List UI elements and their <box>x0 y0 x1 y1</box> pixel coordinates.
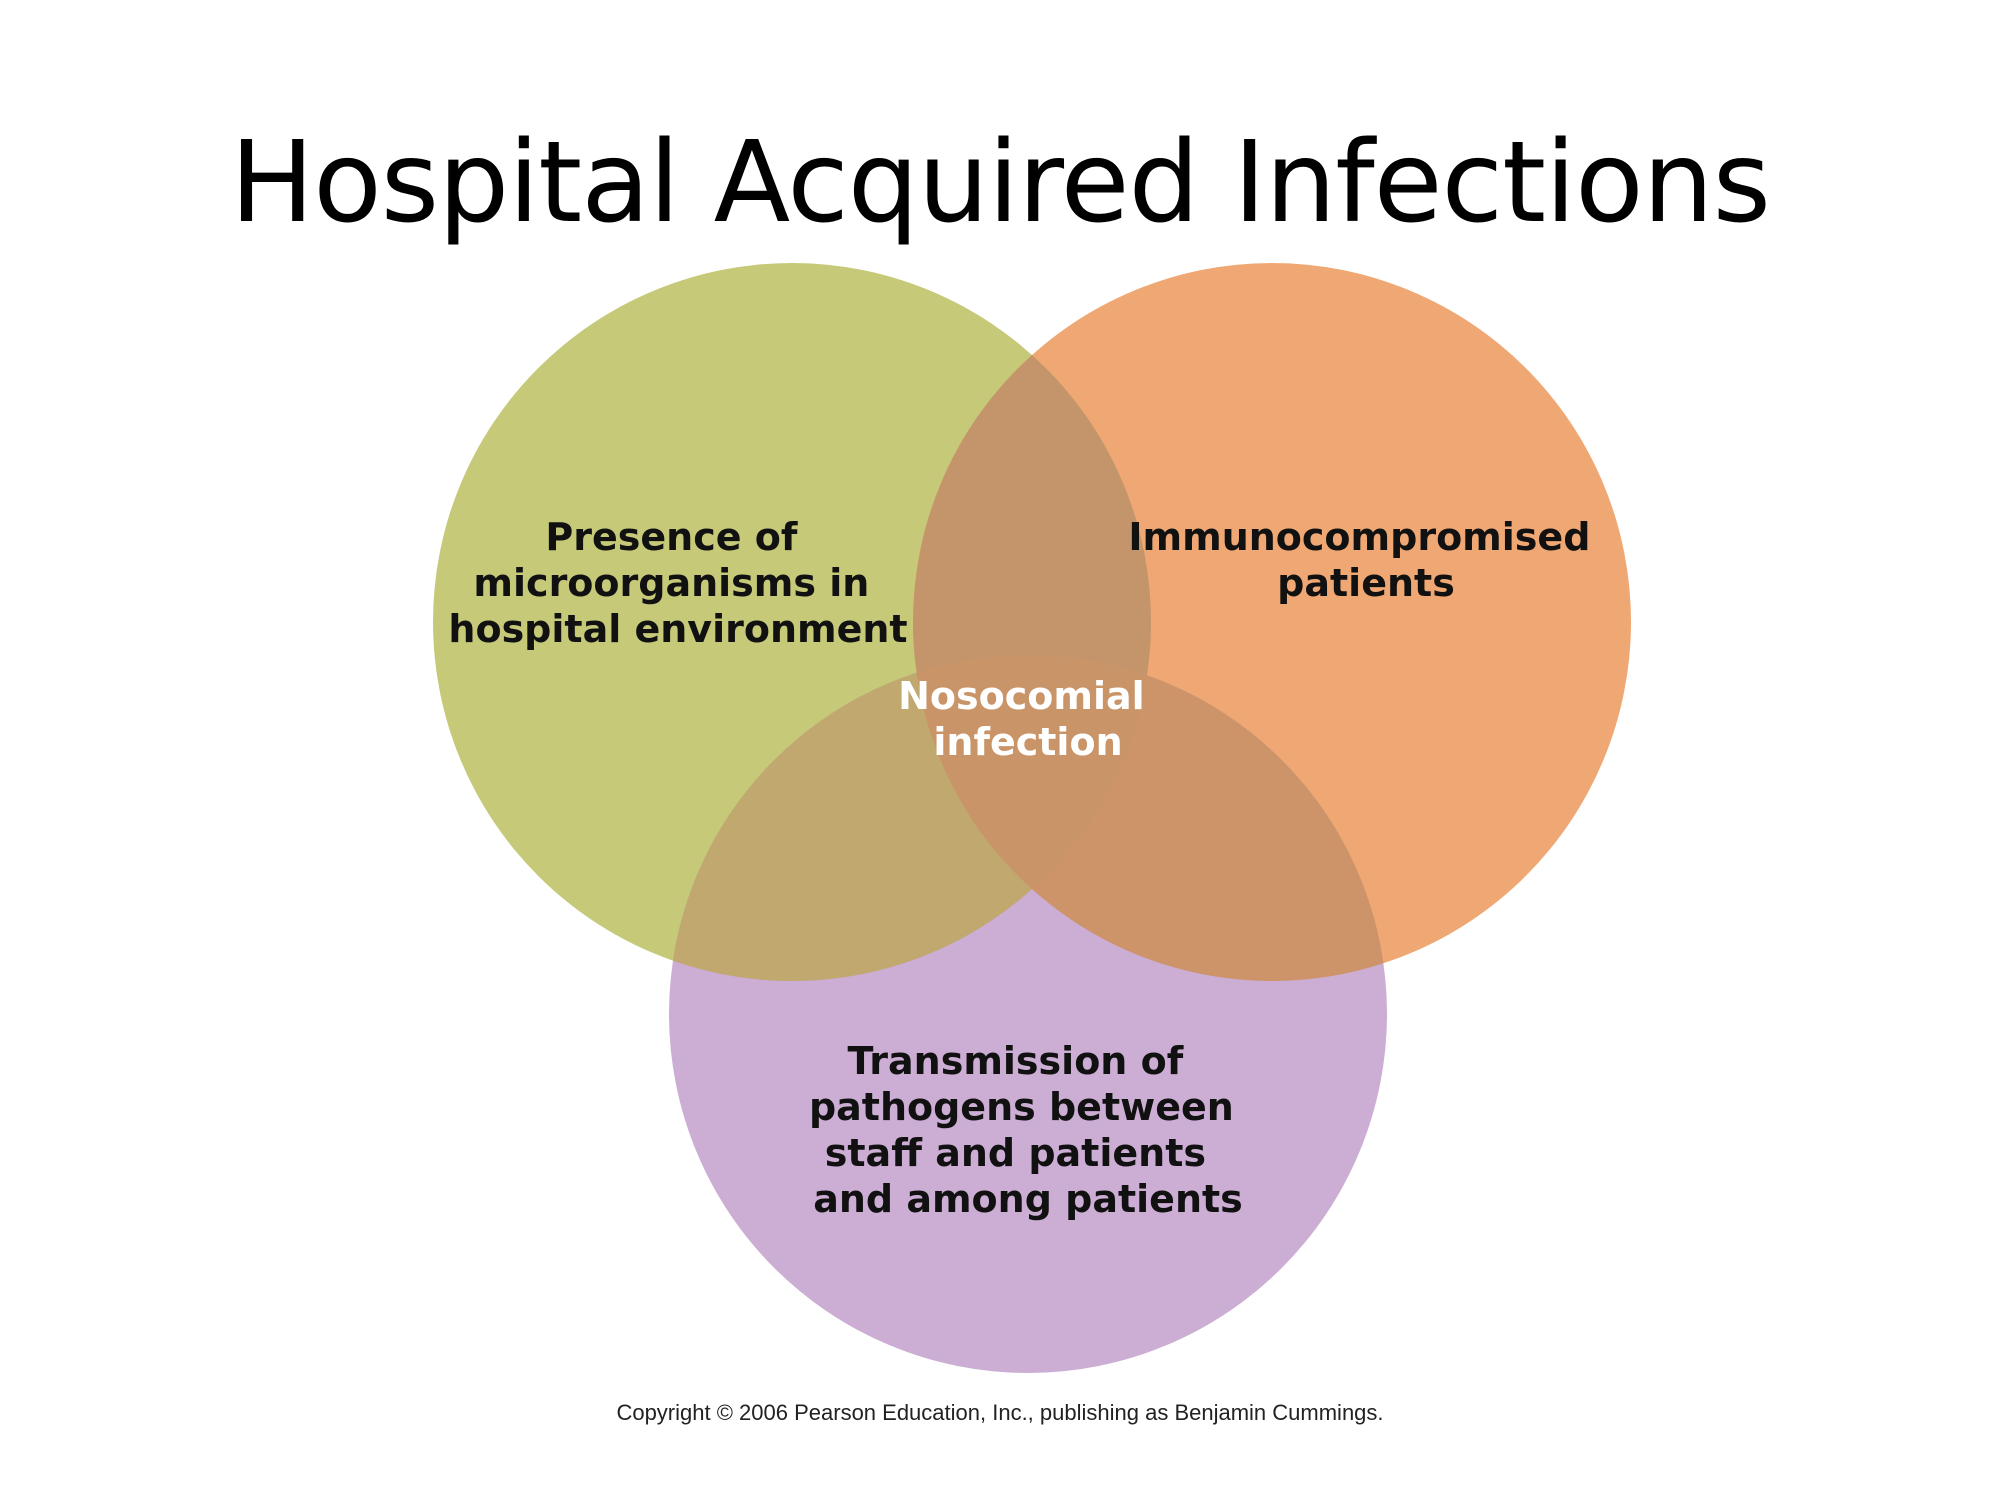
label-transmission-line: Transmission of <box>848 1039 1184 1083</box>
label-transmission-line: staff and patients <box>825 1131 1206 1175</box>
label-center-line: Nosocomial <box>898 674 1145 718</box>
label-center-line: infection <box>933 720 1122 764</box>
label-transmission-line: pathogens between <box>809 1085 1234 1129</box>
label-immunocompromised: Immunocompromised patients <box>1128 515 1603 605</box>
overlap-immunocompromised-transmission <box>913 655 1387 981</box>
label-nosocomial-infection: Nosocomial infection <box>898 674 1158 764</box>
slide-title: Hospital Acquired Infections <box>230 118 1771 248</box>
label-immunocompromised-line: Immunocompromised <box>1128 515 1590 559</box>
label-microorganisms: Presence of microorganisms in hospital e… <box>448 515 907 651</box>
label-microorganisms-line: Presence of <box>545 515 797 559</box>
label-microorganisms-line: hospital environment <box>448 607 907 651</box>
label-microorganisms-line: microorganisms in <box>473 561 869 605</box>
label-immunocompromised-line: patients <box>1277 561 1455 605</box>
overlap-microorganisms-transmission <box>669 655 1151 981</box>
overlap-regions <box>669 263 1387 981</box>
copyright-notice: Copyright © 2006 Pearson Education, Inc.… <box>616 1400 1384 1425</box>
label-transmission: Transmission of pathogens between staff … <box>809 1039 1247 1221</box>
label-transmission-line: and among patients <box>813 1177 1243 1221</box>
